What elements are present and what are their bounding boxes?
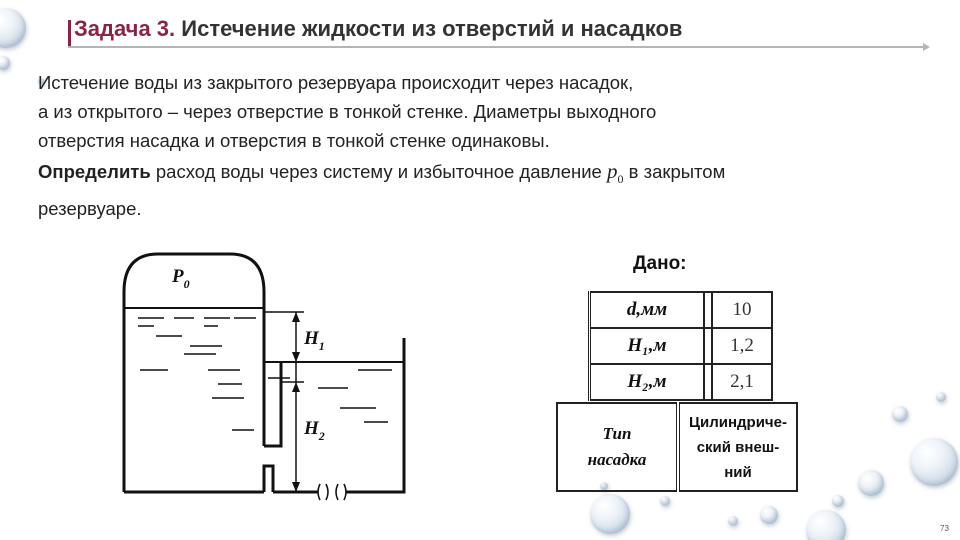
water-drop-decoration [728,516,738,526]
water-drop-decoration [892,406,908,422]
table-row: H₁,м 1,2 [588,327,773,365]
open-tank-water-hatching [268,369,392,423]
title-number: Задача 3. [74,16,176,41]
water-drop-decoration [660,496,670,506]
given-name: H₁,м [588,327,704,365]
water-drop-decoration [760,506,778,524]
water-drop-decoration [0,8,26,48]
water-drop-decoration [806,510,846,540]
problem-statement: Истечение воды из закрытого резервуара п… [38,68,938,223]
closed-tank-wall [122,252,266,492]
label-h1: H1 [303,328,325,353]
label-h2: H2 [303,418,325,443]
arrowheads [292,312,300,492]
title-accent-bar [68,20,71,46]
nozzle-type-value-line: ний [724,463,752,481]
nozzle-type-value: Цилиндриче- ский внеш- ний [676,402,798,492]
water-drop-decoration [0,56,10,70]
table-row: H₂,м 2,1 [588,363,773,401]
nozzle-type-label: Тип насадка [556,402,679,492]
table-row: d,мм 10 [588,291,773,329]
nozzle-type-label-line: насадка [587,450,647,469]
given-table: d,мм 10 H₁,м 1,2 H₂,м 2,1 [588,291,773,401]
nozzle-type-value-line: ский внеш- [696,438,780,456]
water-drop-decoration [936,392,946,402]
given-name: H₂,м [588,363,704,401]
column-separator [703,291,713,329]
nozzle-type-table: Тип насадка Цилиндриче- ский внеш- ний [556,402,798,492]
task-text: расход воды через систему и избыточное д… [150,161,607,182]
slide-title: Задача 3. Истечение жидкости из отверсти… [74,16,682,42]
title-underline-arrow [68,43,930,51]
water-drop-decoration [832,495,844,507]
nozzle-type-value-line: Цилиндриче- [689,413,787,431]
given-value: 10 [712,291,773,329]
given-value: 1,2 [712,327,773,365]
title-text: Истечение жидкости из отверстий и насадк… [181,16,683,41]
open-tank-wall [262,362,283,436]
statement-line: а из открытого – через отверстие в тонко… [38,101,657,122]
given-value: 2,1 [712,363,773,401]
task-line: Определить расход воды через систему и и… [38,157,938,194]
nozzle-lower [262,464,275,492]
given-name: d,мм [588,291,704,329]
column-separator [703,363,713,401]
label-p0: P0 [171,266,190,291]
water-drop-decoration [858,470,884,496]
table-row: Тип насадка Цилиндриче- ский внеш- ний [556,402,798,492]
task-tail: в закрытом [623,161,726,182]
nozzle-type-label-line: Тип [602,424,632,443]
closed-tank-water-hatching [138,317,256,431]
given-label: Дано: [633,253,687,274]
column-separator [703,327,713,365]
reservoir-diagram: P0 H1 H2 [118,248,416,514]
thin-wall-orifice [317,483,347,501]
statement-line: отверстия насадка и отверстия в тонкой с… [38,130,550,151]
task-line: резервуаре. [38,198,142,220]
task-keyword: Определить [38,161,151,182]
statement-line: Истечение воды из закрытого резервуара п… [38,72,634,93]
diagram-background [118,248,416,514]
water-drop-decoration [910,438,958,486]
page-number: 73 [940,524,949,533]
water-drop-decoration [38,78,44,84]
pressure-symbol: p0 [606,159,624,187]
water-drop-decoration [590,494,630,534]
nozzle [264,436,283,448]
